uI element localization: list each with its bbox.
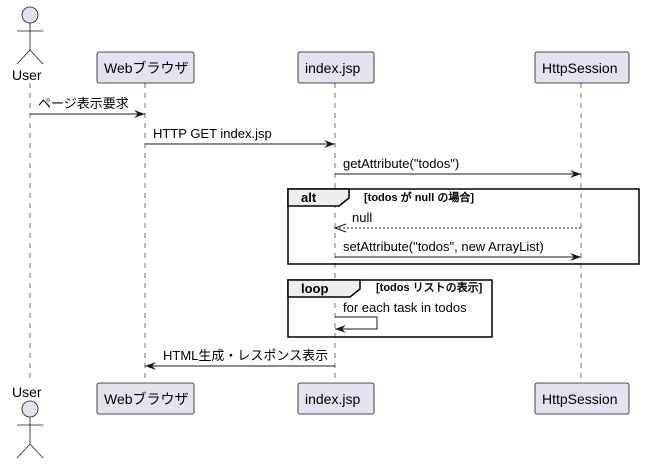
message-label: HTML生成・レスポンス表示 (163, 348, 328, 363)
message-label: ページ表示要求 (38, 96, 129, 111)
arrowhead-icon (570, 253, 581, 261)
message-line (335, 316, 378, 330)
fragment-tab (287, 188, 350, 207)
participant-session-label-top: HttpSession (542, 60, 617, 76)
actor-head (21, 400, 39, 418)
participant-browser-bottom: Webブラウザ (96, 382, 195, 415)
actor-head (21, 6, 39, 24)
participant-jsp-top: index.jsp (297, 51, 375, 84)
participant-session-bottom: HttpSession (534, 382, 630, 415)
arrowhead-icon (324, 140, 335, 148)
fragment-frame (287, 279, 493, 338)
participant-box (297, 382, 375, 415)
fragment-alt: alt [todos が null の場合] (287, 188, 640, 265)
arrowhead-icon (335, 325, 346, 333)
arrowhead-icon (145, 362, 156, 370)
participant-session-top: HttpSession (534, 51, 630, 84)
message-set-attribute: setAttribute("todos", new ArrayList) (335, 239, 581, 261)
message-label: for each task in todos (343, 300, 467, 315)
arrowhead-icon (134, 110, 145, 118)
actor-user-top: User (12, 6, 44, 83)
fragment-kind-label: loop (301, 281, 328, 296)
participant-browser-label-top: Webブラウザ (104, 60, 189, 76)
actor-user-label-top: User (12, 67, 42, 83)
participant-box (96, 382, 195, 415)
arrowhead-icon (333, 223, 347, 233)
participant-box (96, 51, 195, 84)
message-get-attribute: getAttribute("todos") (335, 156, 581, 178)
fragment-frame (287, 188, 640, 265)
actor-user-label-bottom: User (12, 384, 42, 400)
actor-right-leg (29, 49, 44, 65)
message-label: HTTP GET index.jsp (153, 126, 272, 141)
fragment-loop: loop [todos リストの表示] (287, 279, 493, 338)
fragment-guard-label: [todos リストの表示] (376, 280, 483, 294)
message-page-request: ページ表示要求 (30, 96, 145, 118)
message-label: getAttribute("todos") (343, 156, 459, 171)
fragment-guard-label: [todos が null の場合] (364, 190, 474, 204)
actor-right-leg (29, 443, 44, 459)
participant-box (297, 51, 375, 84)
message-http-get: HTTP GET index.jsp (145, 126, 335, 148)
actor-user-bottom: User (12, 384, 44, 459)
participant-session-label-bottom: HttpSession (542, 391, 617, 407)
actor-left-leg (16, 443, 31, 459)
participant-box (534, 51, 630, 84)
participant-jsp-bottom: index.jsp (297, 382, 375, 415)
participant-jsp-label-bottom: index.jsp (305, 391, 360, 407)
arrowhead-icon (570, 170, 581, 178)
actor-left-leg (16, 49, 31, 65)
fragment-tab (287, 279, 361, 298)
fragment-kind-label: alt (301, 190, 317, 205)
message-label: null (352, 210, 372, 225)
participant-jsp-label-top: index.jsp (305, 60, 360, 76)
message-null-return: null (333, 210, 581, 233)
participant-browser-top: Webブラウザ (96, 51, 195, 84)
message-label: setAttribute("todos", new ArrayList) (343, 239, 544, 254)
participant-browser-label-bottom: Webブラウザ (104, 391, 189, 407)
message-for-each: for each task in todos (335, 300, 467, 333)
participant-box (534, 382, 630, 415)
message-html-response: HTML生成・レスポンス表示 (145, 348, 335, 370)
